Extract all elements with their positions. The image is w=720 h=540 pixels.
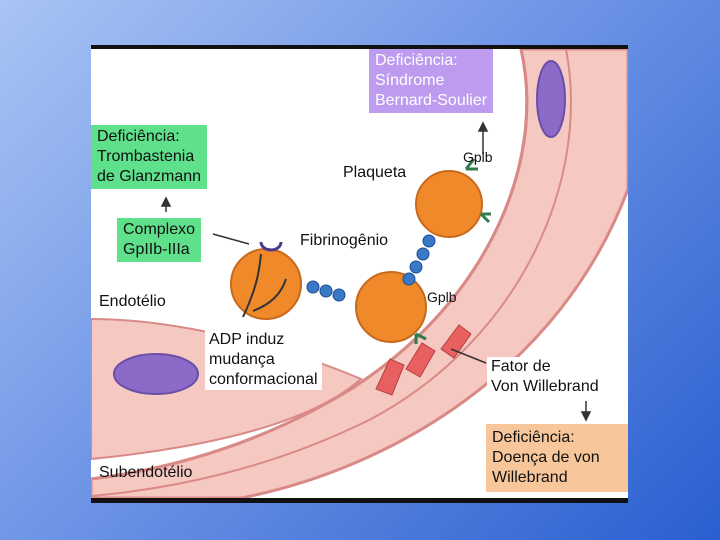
label-plaqueta: Plaqueta [343,164,407,181]
label-gplb-top: Gplb [463,149,493,165]
gpiib-receptor [259,241,283,252]
label-adp-induz: ADP induz mudança conformacional [205,330,322,390]
label-subendotelio: Subendotélio [99,464,193,481]
vwf-factors [375,324,472,396]
platelet-top [415,170,483,238]
label-fibrinogenio: Fibrinogênio [296,231,393,251]
fibrinogen-chains [306,234,436,302]
receptors [414,158,491,344]
label-gplb-mid: Gplb [427,289,457,305]
label-complexo-gpiib-iiia: Complexo GpIIb-IIIa [117,218,202,262]
label-trombastenia-glanzmann: Deficiência: Trombastenia de Glanzmann [91,125,208,189]
vessel-outer-edge [91,49,572,497]
vessel-inner-edge [91,49,529,481]
platelet-adhesion-diagram: Deficiência: Síndrome Bernard-Soulier De… [91,45,628,503]
endothelial-nucleus-left [113,353,199,395]
endothelial-nucleus-right [536,60,566,138]
label-endotelio: Endotélio [99,293,166,310]
platelet-left [230,248,302,320]
label-sindrome-bernard-soulier: Deficiência: Síndrome Bernard-Soulier [369,49,494,113]
label-doenca-von-willebrand: Deficiência: Doença de von Willebrand [486,424,628,492]
platelet-middle [355,271,427,343]
label-fator-von-willebrand: Fator de Von Willebrand [487,357,603,397]
